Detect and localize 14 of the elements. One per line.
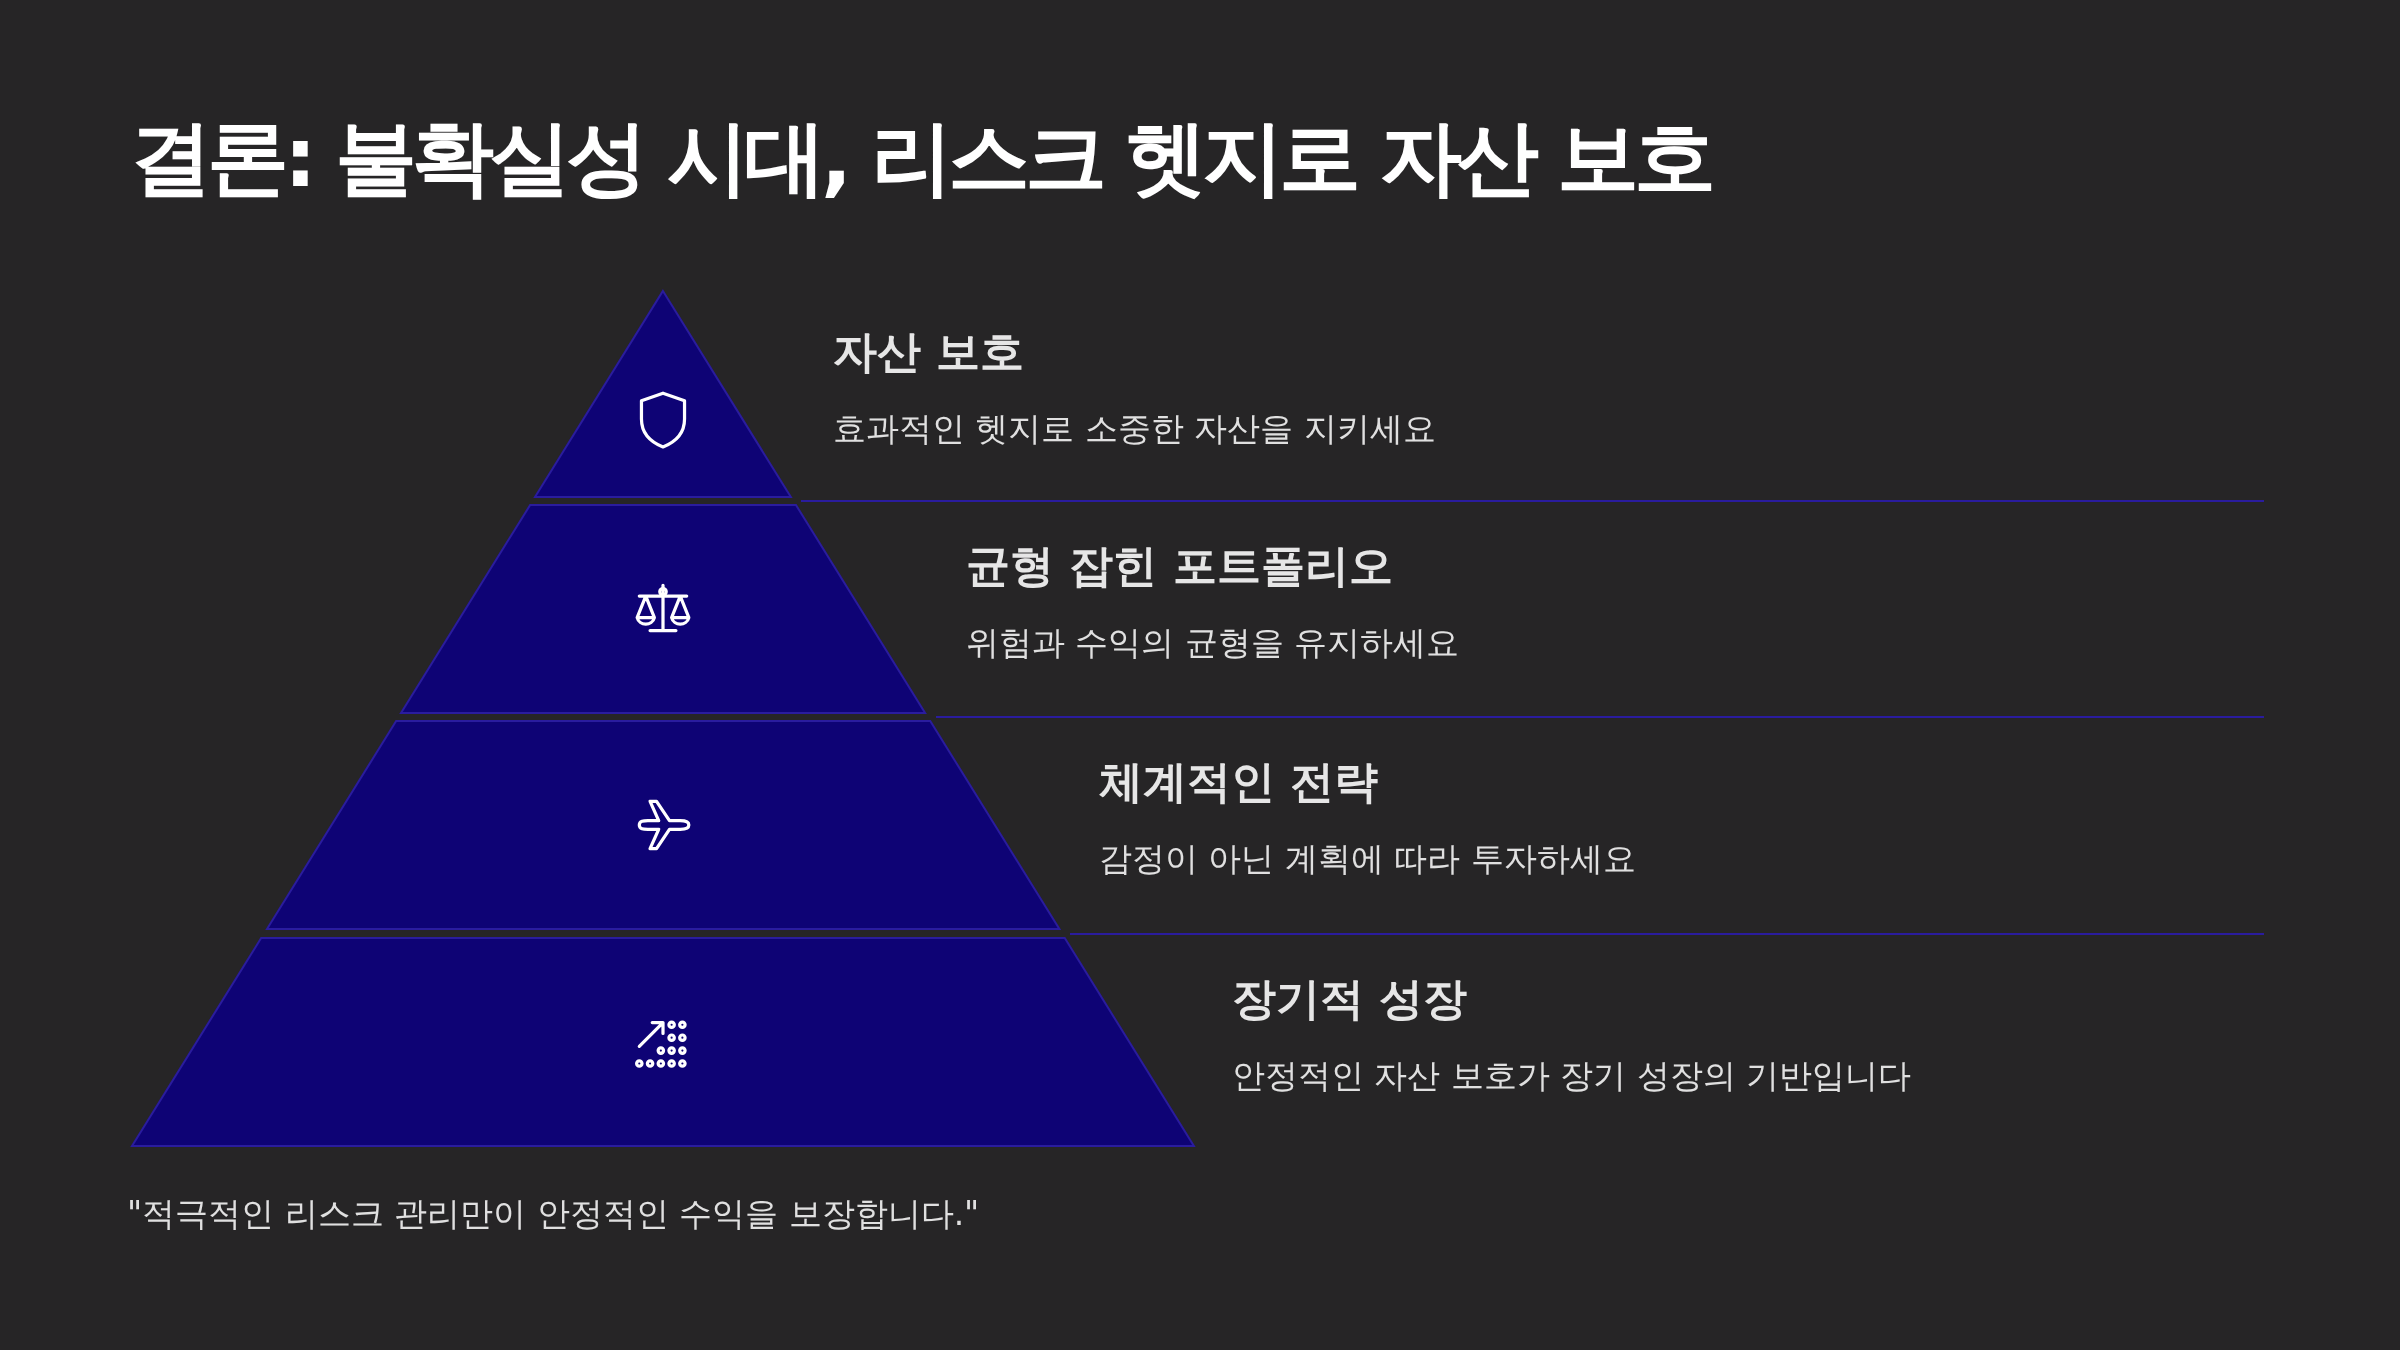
title: 결론: 불확실성 시대, 리스크 헷지로 자산 보호 — [130, 109, 1712, 207]
tier-heading: 체계적인 전략 — [1099, 755, 1379, 809]
tier-heading: 자산 보호 — [833, 325, 1025, 379]
pyramid-top — [535, 291, 791, 497]
pyramid-tier — [132, 938, 1194, 1146]
tier-heading: 균형 잡힌 포트폴리오 — [966, 539, 1393, 593]
tier-description: 감정이 아닌 계획에 따라 투자하세요 — [1099, 838, 1636, 880]
tier-description: 안정적인 자산 보호가 장기 성장의 기반입니다 — [1232, 1055, 1912, 1097]
tier-heading: 장기적 성장 — [1232, 972, 1468, 1026]
pyramid-tier — [266, 721, 1060, 929]
pyramid-tier — [400, 505, 926, 713]
tier-description: 효과적인 헷지로 소중한 자산을 지키세요 — [833, 408, 1436, 450]
tier-description: 위험과 수익의 균형을 유지하세요 — [966, 622, 1460, 664]
quote-text: "적극적인 리스크 관리만이 안정적인 수익을 보장합니다." — [127, 1193, 980, 1235]
